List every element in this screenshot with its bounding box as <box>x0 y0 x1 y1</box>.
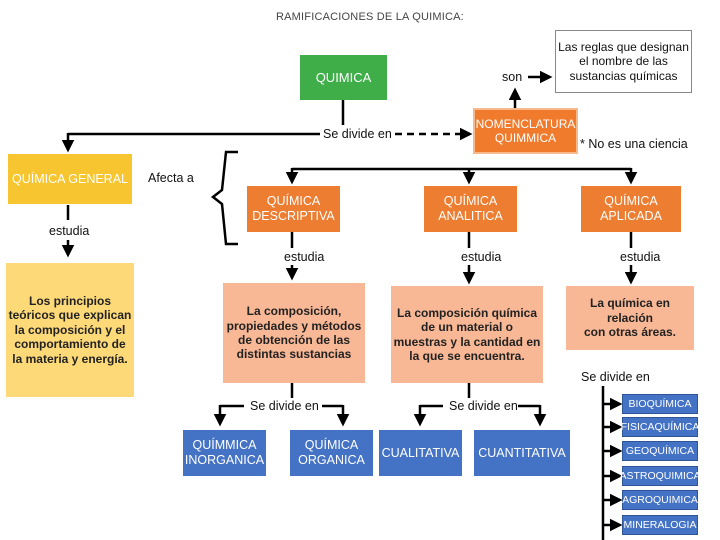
area-item: BIOQUÍMICA <box>622 394 698 414</box>
label-se-divide-en-main: Se divide en <box>323 127 392 141</box>
label-afecta-a: Afecta a <box>148 171 194 185</box>
label-se-divide-en-descriptiva: Se divide en <box>250 399 319 413</box>
label-no-es-ciencia: * No es una ciencia <box>580 137 688 151</box>
area-item: AGROQUIMICA <box>622 490 698 510</box>
area-item: GEOQUÍMICA <box>622 441 698 461</box>
label-se-divide-en-aplicada: Se divide en <box>581 370 650 384</box>
label-se-divide-en-analitica: Se divide en <box>449 399 518 413</box>
area-item: ASTROQUIMICA <box>619 466 701 486</box>
label-estudia-aplicada: estudia <box>620 250 661 264</box>
area-item: FISICAQUÍMICA <box>621 417 699 437</box>
label-son: son <box>502 70 523 84</box>
node-cualitativa: CUALITATIVA <box>379 430 462 476</box>
node-quimica-general: QUÍMICA GENERAL <box>8 154 132 204</box>
area-item: MINERALOGIA <box>622 515 698 535</box>
node-cuantitativa: CUANTITATIVA <box>474 430 570 476</box>
label-estudia-general: estudia <box>49 224 90 238</box>
asterisk-icon: * <box>580 137 589 151</box>
node-quimica: QUIMICA <box>300 55 387 100</box>
page-title: RAMIFICACIONES DE LA QUIMICA: <box>276 11 464 23</box>
label-estudia-descriptiva: estudia <box>284 250 325 264</box>
label-estudia-analitica: estudia <box>461 250 502 264</box>
